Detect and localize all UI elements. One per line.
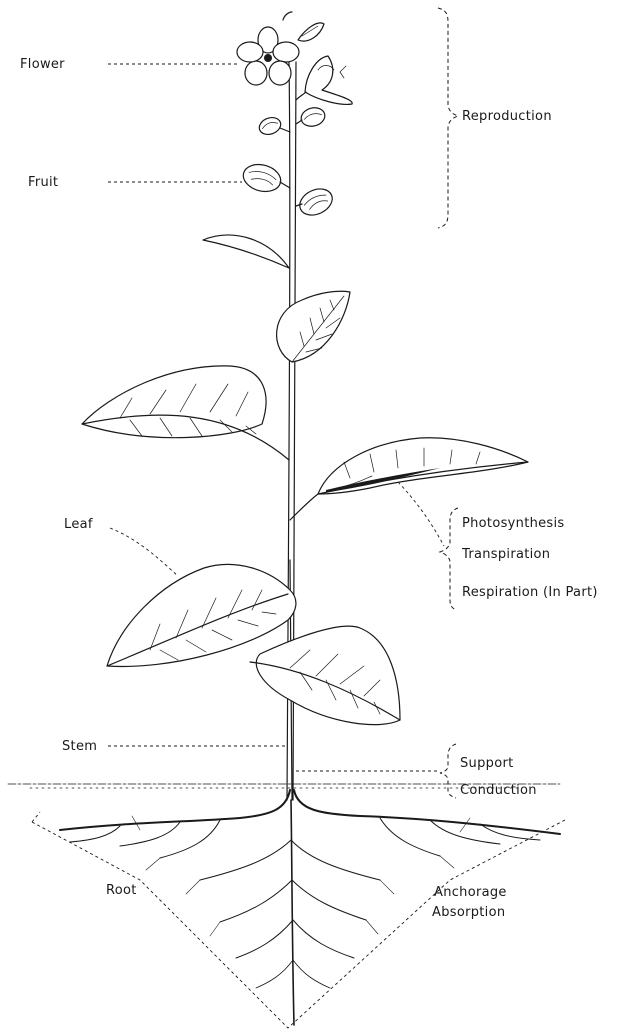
anchorage-label: Anchorage bbox=[434, 885, 507, 900]
photosynthesis-label: Photosynthesis bbox=[462, 516, 564, 531]
stem-functions-brace bbox=[440, 744, 456, 798]
stem-label: Stem bbox=[62, 739, 97, 754]
fruit-drawing bbox=[240, 105, 336, 220]
flower-label: Flower bbox=[20, 57, 65, 72]
reproduction-label: Reproduction bbox=[462, 109, 552, 124]
conduction-label: Conduction bbox=[460, 783, 537, 798]
root-label: Root bbox=[106, 883, 137, 898]
reproduction-brace bbox=[438, 8, 458, 228]
support-label: Support bbox=[460, 756, 514, 771]
transpiration-label: Transpiration bbox=[461, 547, 550, 562]
respiration-label: Respiration (In Part) bbox=[462, 585, 598, 600]
leaf-functions-brace bbox=[440, 508, 458, 610]
leaf-label: Leaf bbox=[64, 517, 93, 532]
flower-drawing bbox=[237, 12, 352, 104]
fruit-label: Fruit bbox=[28, 175, 58, 190]
absorption-label: Absorption bbox=[432, 905, 505, 920]
leaf-drawing bbox=[82, 235, 528, 725]
